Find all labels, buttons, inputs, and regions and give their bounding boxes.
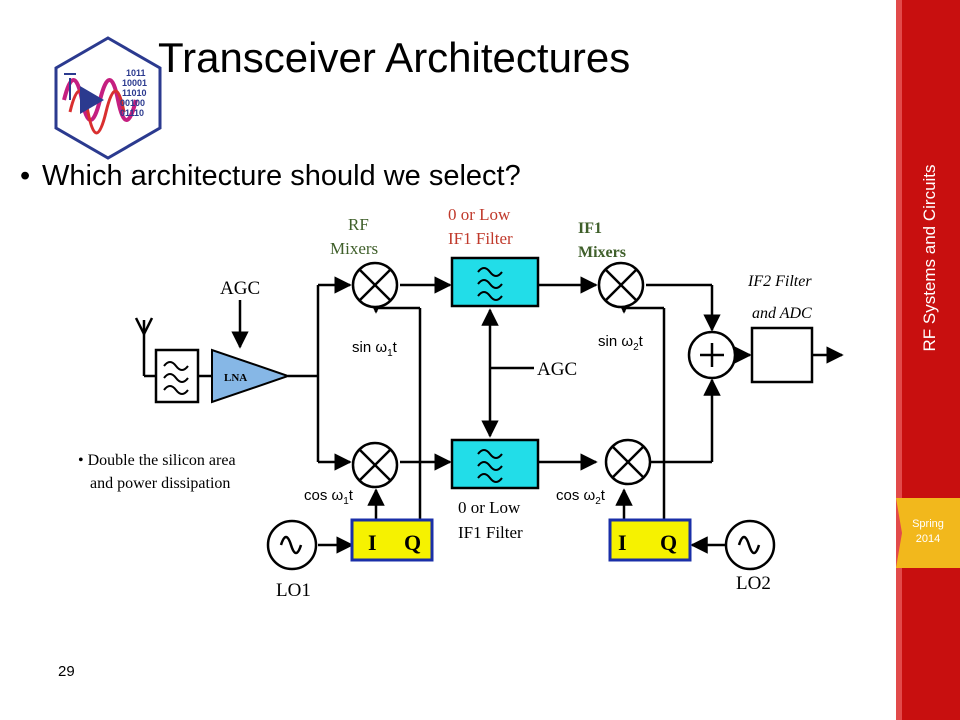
rf-mixers-label-2: Mixers bbox=[330, 239, 378, 258]
iq-left-i: I bbox=[368, 530, 377, 555]
logo-binary-2: 10001 bbox=[122, 78, 147, 88]
course-title: RF Systems and Circuits bbox=[920, 164, 939, 352]
bullet-item: • Which architecture should we select? bbox=[20, 160, 521, 193]
logo-binary-3: 11010 bbox=[122, 88, 147, 98]
lo1-source bbox=[266, 519, 318, 571]
if1-filter-bottom-label: 0 or Low bbox=[458, 498, 521, 517]
sidebar bbox=[896, 0, 960, 720]
season-label: Spring 2014 bbox=[896, 517, 960, 547]
rf-mixer-top bbox=[351, 261, 399, 309]
lna-amplifier bbox=[211, 348, 292, 404]
note-line-1: • Double the silicon area bbox=[78, 452, 236, 469]
page-number: 29 bbox=[58, 663, 75, 680]
slide-title: Transceiver Architectures bbox=[158, 34, 631, 81]
if2-adc-box bbox=[750, 326, 814, 384]
agc-left-label: AGC bbox=[220, 278, 260, 299]
logo-binary-1: 1011 bbox=[126, 68, 146, 78]
lo1-label: LO1 bbox=[276, 580, 311, 601]
if1-mixers-label-2: Mixers bbox=[578, 244, 626, 261]
if1-filter-bottom bbox=[450, 438, 540, 490]
iq-left-q: Q bbox=[404, 530, 421, 555]
if1-mixer-bottom bbox=[604, 438, 652, 486]
bullet-text: Which architecture should we select? bbox=[42, 160, 521, 192]
iq-right-i: I bbox=[618, 530, 627, 555]
if1-filter-top bbox=[450, 256, 540, 308]
cos1-label: cos ω1t bbox=[304, 487, 354, 507]
input-filter bbox=[154, 348, 200, 404]
logo-binary-4: 00100 bbox=[120, 98, 145, 108]
iq-right-q: Q bbox=[660, 530, 677, 555]
season-year: 2014 bbox=[915, 533, 941, 545]
rf-mixers-label: RF bbox=[348, 215, 369, 234]
if2-filter-label: IF2 Filter bbox=[747, 273, 812, 290]
cos2-label: cos ω2t bbox=[556, 487, 606, 507]
summer bbox=[687, 330, 737, 380]
agc-mid-label: AGC bbox=[537, 359, 577, 380]
rf-mixer-bottom bbox=[351, 441, 399, 489]
if2-filter-label-2: and ADC bbox=[752, 305, 812, 322]
if1-filter-top-label-2: IF1 Filter bbox=[448, 229, 513, 248]
bullet-dot: • bbox=[20, 160, 31, 192]
note-line-2: and power dissipation bbox=[90, 475, 230, 492]
iq-generator-left bbox=[350, 518, 434, 562]
season-tag bbox=[896, 498, 960, 568]
sidebar-edge bbox=[896, 0, 902, 720]
if1-mixers-label: IF1 bbox=[578, 220, 602, 237]
lo2-label: LO2 bbox=[736, 573, 771, 594]
sin2-label: sin ω2t bbox=[598, 333, 644, 353]
season-name: Spring bbox=[912, 518, 944, 530]
sin1-label: sin ω1t bbox=[352, 339, 398, 359]
iq-generator-right bbox=[608, 518, 692, 562]
if1-mixer-top bbox=[597, 261, 645, 309]
if1-filter-bottom-label-2: IF1 Filter bbox=[458, 523, 523, 542]
lo2-source bbox=[724, 519, 776, 571]
if1-filter-top-label: 0 or Low bbox=[448, 205, 511, 224]
logo-binary-5: 01110 bbox=[120, 108, 144, 118]
lna-label: LNA bbox=[224, 372, 247, 384]
